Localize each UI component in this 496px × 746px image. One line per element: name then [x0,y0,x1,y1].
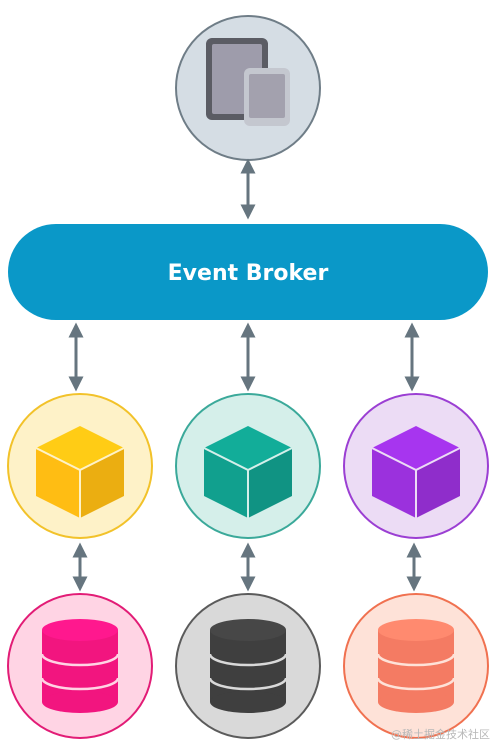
database-icon [208,619,288,713]
cube-icon [35,426,125,518]
database-icon [40,619,120,713]
db-orange-node [343,593,489,739]
watermark-text: @稀土掘金技术社区 [391,728,490,741]
service-purple-node [343,393,489,539]
client-node [175,15,321,161]
db-pink-node [7,593,153,739]
service-teal-node [175,393,321,539]
event-broker: Event Broker [8,224,488,320]
db-dark-node [175,593,321,739]
cube-icon [371,426,461,518]
event-broker-label: Event Broker [168,261,329,286]
tablet-phone-icon [206,38,290,126]
service-yellow-node [7,393,153,539]
database-icon [376,619,456,713]
cube-icon [203,426,293,518]
